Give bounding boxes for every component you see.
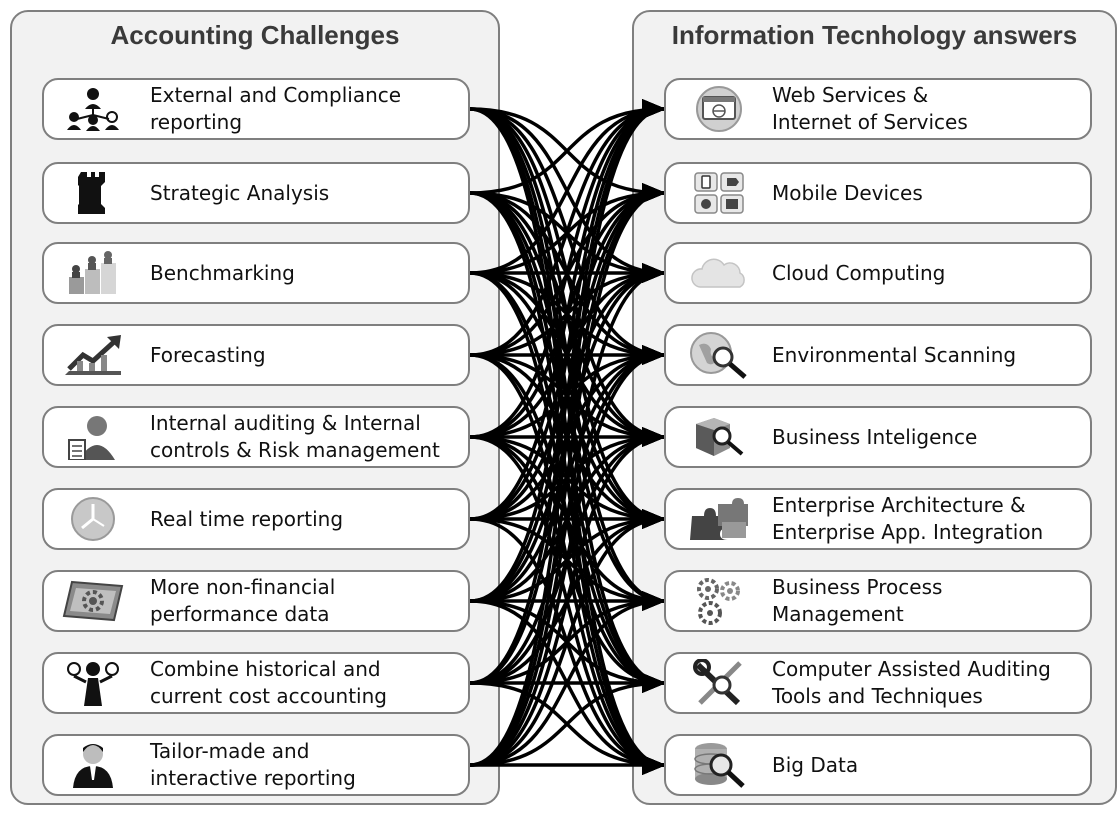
podium-icon — [62, 250, 124, 296]
answer-box-enterprise-architecture: Enterprise Architecture & Enterprise App… — [664, 488, 1092, 550]
answer-box-cloud-computing: Cloud Computing — [664, 242, 1092, 304]
database-magnifier-icon — [688, 742, 750, 788]
connector-arrow — [469, 99, 666, 195]
connector-arrow — [469, 99, 666, 603]
clock-icon — [62, 496, 124, 542]
answer-label: Business Inteligence — [772, 424, 978, 449]
answer-box-web-services: Web Services & Internet of Services — [664, 78, 1092, 140]
rising-chart-icon — [62, 332, 124, 378]
answer-label: Business Process Management — [772, 575, 943, 626]
web-browser-icon — [688, 86, 750, 132]
challenge-box-benchmarking: Benchmarking — [42, 242, 470, 304]
challenge-label: Combine historical and current cost acco… — [150, 657, 387, 708]
answer-label: Big Data — [772, 752, 859, 777]
mobile-apps-icon — [688, 170, 750, 216]
challenge-box-strategic-analysis: Strategic Analysis — [42, 162, 470, 224]
connector-arrow — [469, 99, 666, 767]
connector-arrow — [469, 99, 666, 685]
answer-label: Environmental Scanning — [772, 342, 1017, 367]
challenge-label: Forecasting — [150, 342, 266, 367]
tools-icon — [688, 659, 750, 706]
cloud-icon — [688, 250, 750, 296]
answer-label: Enterprise Architecture & Enterprise App… — [772, 493, 1044, 544]
answer-box-caatt: Computer Assisted Auditing Tools and Tec… — [664, 652, 1092, 714]
answer-box-business-process-management: Business Process Management — [664, 570, 1092, 632]
challenge-box-compliance-reporting: External and Compliance reporting — [42, 78, 470, 140]
connector-arrow — [469, 427, 666, 767]
people-network-icon — [62, 86, 124, 132]
right-panel-title: Information Tecnhology answers — [671, 20, 1078, 50]
challenge-box-forecasting: Forecasting — [42, 324, 470, 386]
chess-rook-icon — [62, 170, 124, 216]
connector-arrow — [469, 263, 666, 767]
connector-arrow — [469, 345, 666, 767]
challenge-label: Internal auditing & Internal controls & … — [150, 411, 440, 462]
answer-label: Web Services & Internet of Services — [772, 83, 968, 134]
answer-label: Cloud Computing — [772, 260, 946, 285]
auditor-icon — [62, 414, 124, 460]
businessman-icon — [62, 742, 124, 788]
answer-box-environmental-scanning: Environmental Scanning — [664, 324, 1092, 386]
challenge-label: Strategic Analysis — [150, 180, 330, 205]
challenge-label: External and Compliance reporting — [150, 83, 402, 134]
answer-box-business-intelligence: Business Inteligence — [664, 406, 1092, 468]
connector-arrow — [469, 183, 666, 767]
connector-arrow — [469, 673, 666, 767]
challenge-label: Real time reporting — [150, 506, 344, 531]
challenge-box-interactive-reporting: Tailor-made and interactive reporting — [42, 734, 470, 796]
connector-arrow — [469, 99, 666, 357]
answer-label: Mobile Devices — [772, 180, 923, 205]
answer-label: Computer Assisted Auditing Tools and Tec… — [772, 657, 1051, 708]
challenge-box-real-time-reporting: Real time reporting — [42, 488, 470, 550]
connector-arrow — [469, 591, 666, 767]
cube-magnifier-icon — [688, 414, 750, 460]
answer-box-big-data: Big Data — [664, 734, 1092, 796]
gears-icon — [688, 578, 750, 625]
challenge-label: Benchmarking — [150, 260, 295, 285]
challenge-box-cost-accounting: Combine historical and current cost acco… — [42, 652, 470, 714]
answer-box-mobile-devices: Mobile Devices — [664, 162, 1092, 224]
connector-arrow — [469, 99, 666, 521]
gear-panel-icon — [62, 578, 124, 624]
connector-arrow — [469, 99, 666, 275]
challenge-box-non-financial-data: More non-financial performance data — [42, 570, 470, 632]
challenge-box-internal-auditing: Internal auditing & Internal controls & … — [42, 406, 470, 468]
juggler-icon — [62, 660, 124, 706]
challenge-label: Tailor-made and interactive reporting — [150, 739, 356, 790]
puzzle-icon — [688, 496, 750, 542]
connector-arrow — [469, 99, 666, 439]
globe-magnifier-icon — [688, 332, 750, 379]
challenge-label: More non-financial performance data — [150, 575, 336, 626]
left-panel-title: Accounting Challenges — [110, 20, 400, 50]
connector-arrow — [469, 509, 666, 767]
